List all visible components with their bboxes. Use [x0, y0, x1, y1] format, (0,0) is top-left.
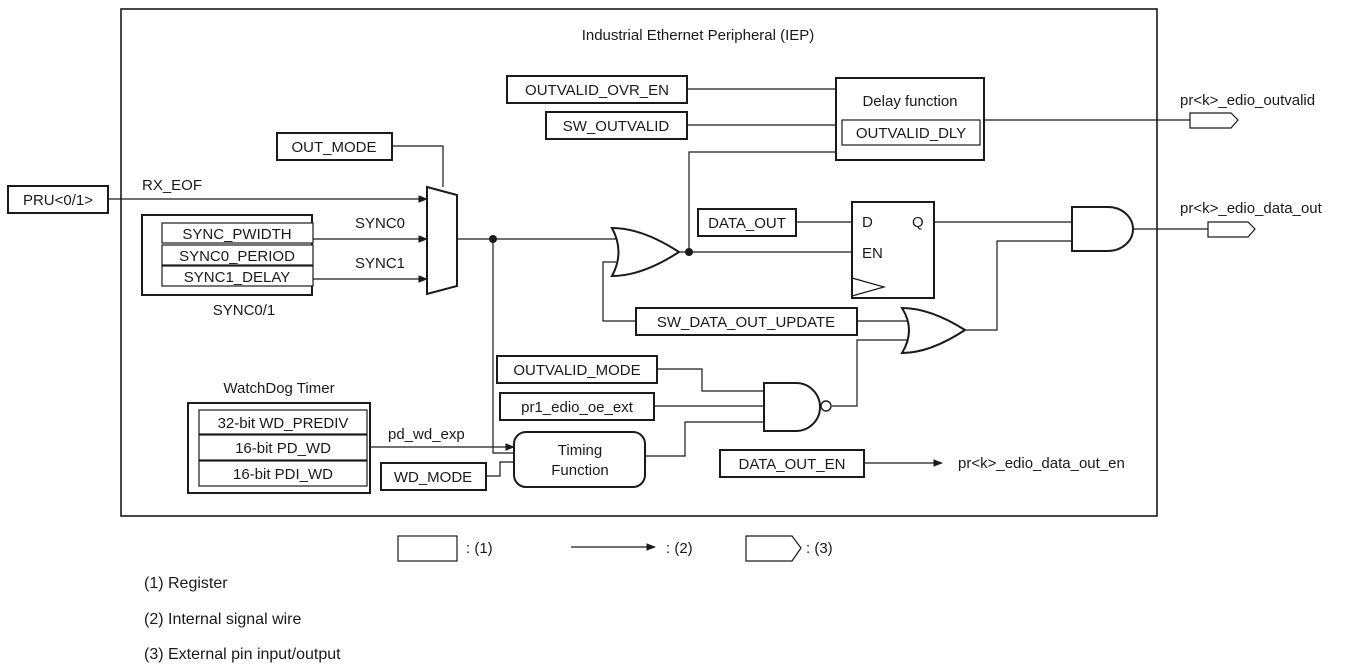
timing-function-block [513, 431, 646, 488]
data-out-label: DATA_OUT [708, 215, 786, 232]
or-gate-1 [610, 226, 681, 278]
or-gate-2 [900, 306, 967, 355]
pdi-wd-label: 16-bit PDI_WD [233, 466, 333, 483]
sw-outvalid-label: SW_OUTVALID [563, 118, 670, 135]
sync1-delay-register [161, 265, 314, 287]
sync1-signal-label: SYNC1 [355, 255, 405, 272]
delay-function-block [835, 77, 985, 161]
pr1-edio-oe-ext-register [499, 392, 655, 421]
outvalid-dly-label: OUTVALID_DLY [856, 125, 966, 142]
and-gate [1071, 206, 1134, 252]
pru-input-label: PRU<0/1> [23, 192, 93, 209]
multiplexer [426, 185, 458, 296]
outvalid-pin-label: pr<k>_edio_outvalid [1180, 92, 1315, 109]
timing-function-line2: Function [551, 462, 609, 479]
pr1-edio-oe-ext-label: pr1_edio_oe_ext [521, 399, 634, 416]
outvalid-ovr-en-register [506, 75, 688, 104]
pd-wd-register [198, 434, 368, 461]
connection-wires [108, 88, 1208, 551]
iep-title: Industrial Ethernet Peripheral (IEP) [582, 27, 815, 44]
flip-flop-q-label: Q [912, 214, 924, 231]
pdi-wd-register [198, 460, 368, 487]
outvalid-pin-shape [1189, 112, 1239, 129]
data-out-pin-label: pr<k>_edio_data_out [1180, 200, 1323, 217]
wd-prediv-label: 32-bit WD_PREDIV [218, 415, 349, 432]
outvalid-dly-register [841, 119, 981, 146]
wd-prediv-register [198, 409, 368, 435]
sync0-period-label: SYNC0_PERIOD [179, 248, 295, 265]
iep-boundary [120, 8, 1158, 517]
junction-dot [489, 235, 497, 243]
outvalid-mode-register [496, 355, 658, 384]
wd-mode-register [380, 462, 487, 491]
pd-wd-exp-label: pd_wd_exp [388, 426, 465, 443]
sync-pwidth-register [161, 222, 314, 244]
nand-inversion-bubble [820, 400, 832, 412]
legend-pin-key: : (3) [806, 540, 833, 557]
sync0-signal-label: SYNC0 [355, 215, 405, 232]
legend-register-key: : (1) [466, 540, 493, 557]
data-out-en-label: DATA_OUT_EN [739, 456, 846, 473]
nand-gate [763, 382, 821, 432]
pd-wd-label: 16-bit PD_WD [235, 440, 331, 457]
clock-triangle-icon [851, 277, 887, 297]
outvalid-mode-label: OUTVALID_MODE [513, 362, 640, 379]
wd-mode-label: WD_MODE [394, 469, 472, 486]
delay-function-label: Delay function [862, 93, 957, 110]
data-out-en-register [719, 449, 865, 478]
data-out-en-output-label: pr<k>_edio_data_out_en [958, 455, 1125, 472]
note-internal-wire: (2) Internal signal wire [144, 611, 302, 628]
flip-flop-d-label: D [862, 214, 873, 231]
note-register: (1) Register [144, 575, 228, 592]
rx-eof-label: RX_EOF [142, 177, 202, 194]
sync-pwidth-label: SYNC_PWIDTH [182, 226, 291, 243]
sw-data-out-update-register [635, 307, 858, 336]
flip-flop-en-label: EN [862, 245, 883, 262]
data-out-register [697, 208, 797, 237]
sync0-period-register [161, 244, 314, 266]
note-external-pin: (3) External pin input/output [144, 646, 341, 663]
pru-input-box [7, 185, 109, 214]
outvalid-ovr-en-label: OUTVALID_OVR_EN [525, 82, 669, 99]
out-mode-label: OUT_MODE [291, 139, 376, 156]
sw-outvalid-register [545, 111, 688, 140]
watchdog-caption: WatchDog Timer [223, 380, 334, 397]
sync1-delay-label: SYNC1_DELAY [184, 269, 290, 286]
legend-register-swatch [397, 535, 458, 562]
sync-caption: SYNC0/1 [213, 302, 276, 319]
data-out-pin-shape [1207, 221, 1256, 238]
legend-wire-key: : (2) [666, 540, 693, 557]
timing-function-line1: Timing [558, 442, 602, 459]
legend-pin-swatch [745, 535, 802, 562]
junction-dot [685, 248, 693, 256]
out-mode-register [276, 132, 393, 161]
sw-data-out-update-label: SW_DATA_OUT_UPDATE [657, 314, 835, 331]
